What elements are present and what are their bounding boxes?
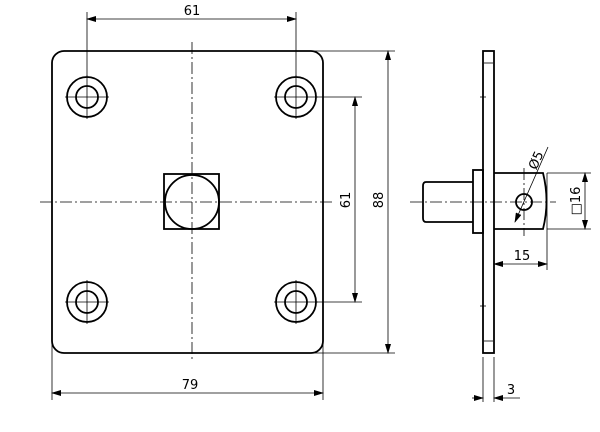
square-block <box>494 172 548 230</box>
dimension-hole-spacing-vertical: 61 <box>317 96 362 303</box>
dimension-square-size: □16 <box>547 172 591 230</box>
dimension-hole-spacing-horizontal: 61 <box>86 4 297 76</box>
shaft-circle <box>164 174 220 230</box>
dimension-block-length: 15 <box>493 229 548 270</box>
dimension-label: Ø5 <box>526 149 547 172</box>
side-view: Ø5 □16 15 3 <box>410 50 591 402</box>
dimension-label: 61 <box>184 4 201 19</box>
mounting-hole <box>274 280 318 324</box>
dimension-label: 61 <box>339 192 354 209</box>
dimension-label: □16 <box>569 187 584 216</box>
shaft <box>422 181 473 223</box>
dimension-label: 15 <box>514 249 531 264</box>
mounting-hole <box>65 280 109 324</box>
dimension-hole-diameter: Ø5 <box>514 146 549 223</box>
dimension-label: 88 <box>372 192 387 209</box>
dimension-plate-width: 79 <box>51 340 324 400</box>
dimension-label: 3 <box>507 383 515 398</box>
front-view: 61 61 88 79 <box>40 4 395 400</box>
flange <box>472 169 484 234</box>
mounting-hole <box>65 75 109 119</box>
dimension-plate-thickness: 3 <box>472 357 520 402</box>
cross-hole <box>515 193 533 211</box>
dimension-plate-height: 88 <box>310 50 395 354</box>
mounting-hole <box>274 75 318 119</box>
dimension-label: 79 <box>182 378 199 393</box>
